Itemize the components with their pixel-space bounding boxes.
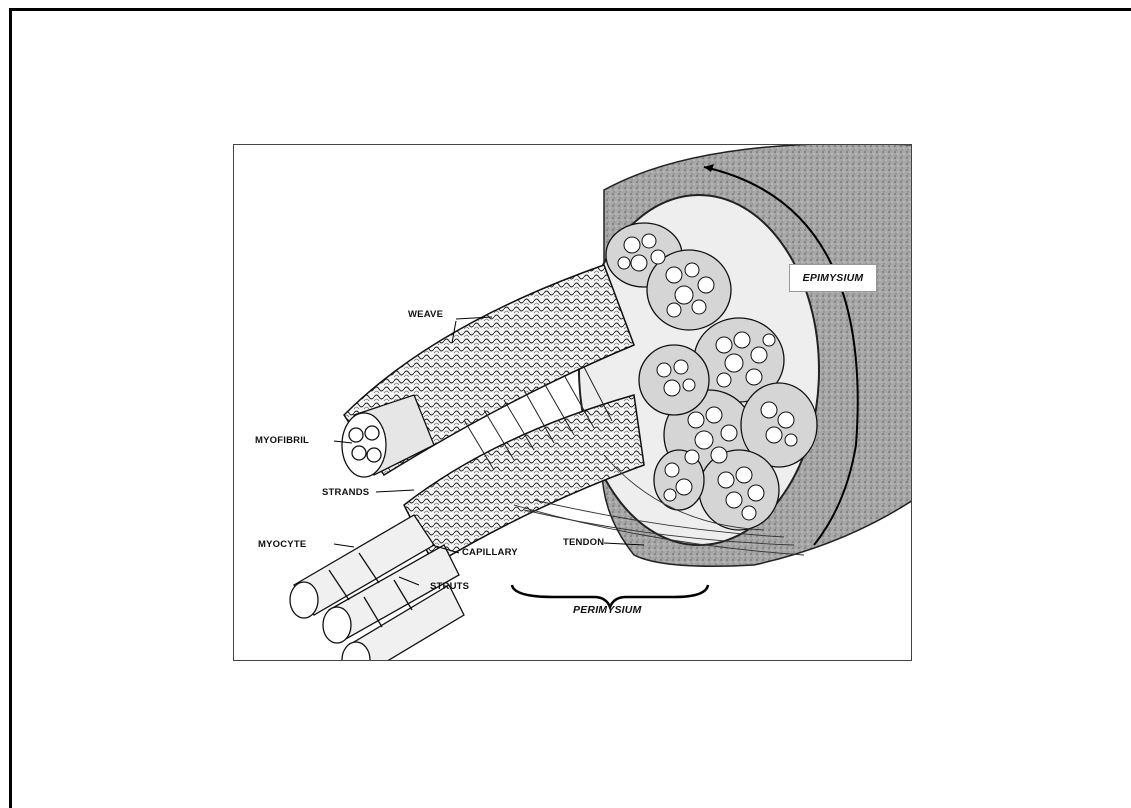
label-tendon: TENDON — [563, 537, 604, 548]
muscle-diagram: EPIMYSIUM WEAVE MYOFIBRIL STRANDS MYOCYT… — [233, 144, 912, 661]
label-capillary: CAPILLARY — [462, 547, 518, 558]
label-weave: WEAVE — [408, 309, 443, 320]
label-epimysium: EPIMYSIUM — [789, 264, 877, 292]
label-struts: STRUTS — [430, 581, 469, 592]
label-myofibril: MYOFIBRIL — [255, 435, 309, 446]
muscle-illustration — [234, 145, 912, 661]
label-myocyte: MYOCYTE — [258, 539, 306, 550]
label-strands: STRANDS — [322, 487, 369, 498]
label-perimysium: PERIMYSIUM — [573, 604, 642, 616]
